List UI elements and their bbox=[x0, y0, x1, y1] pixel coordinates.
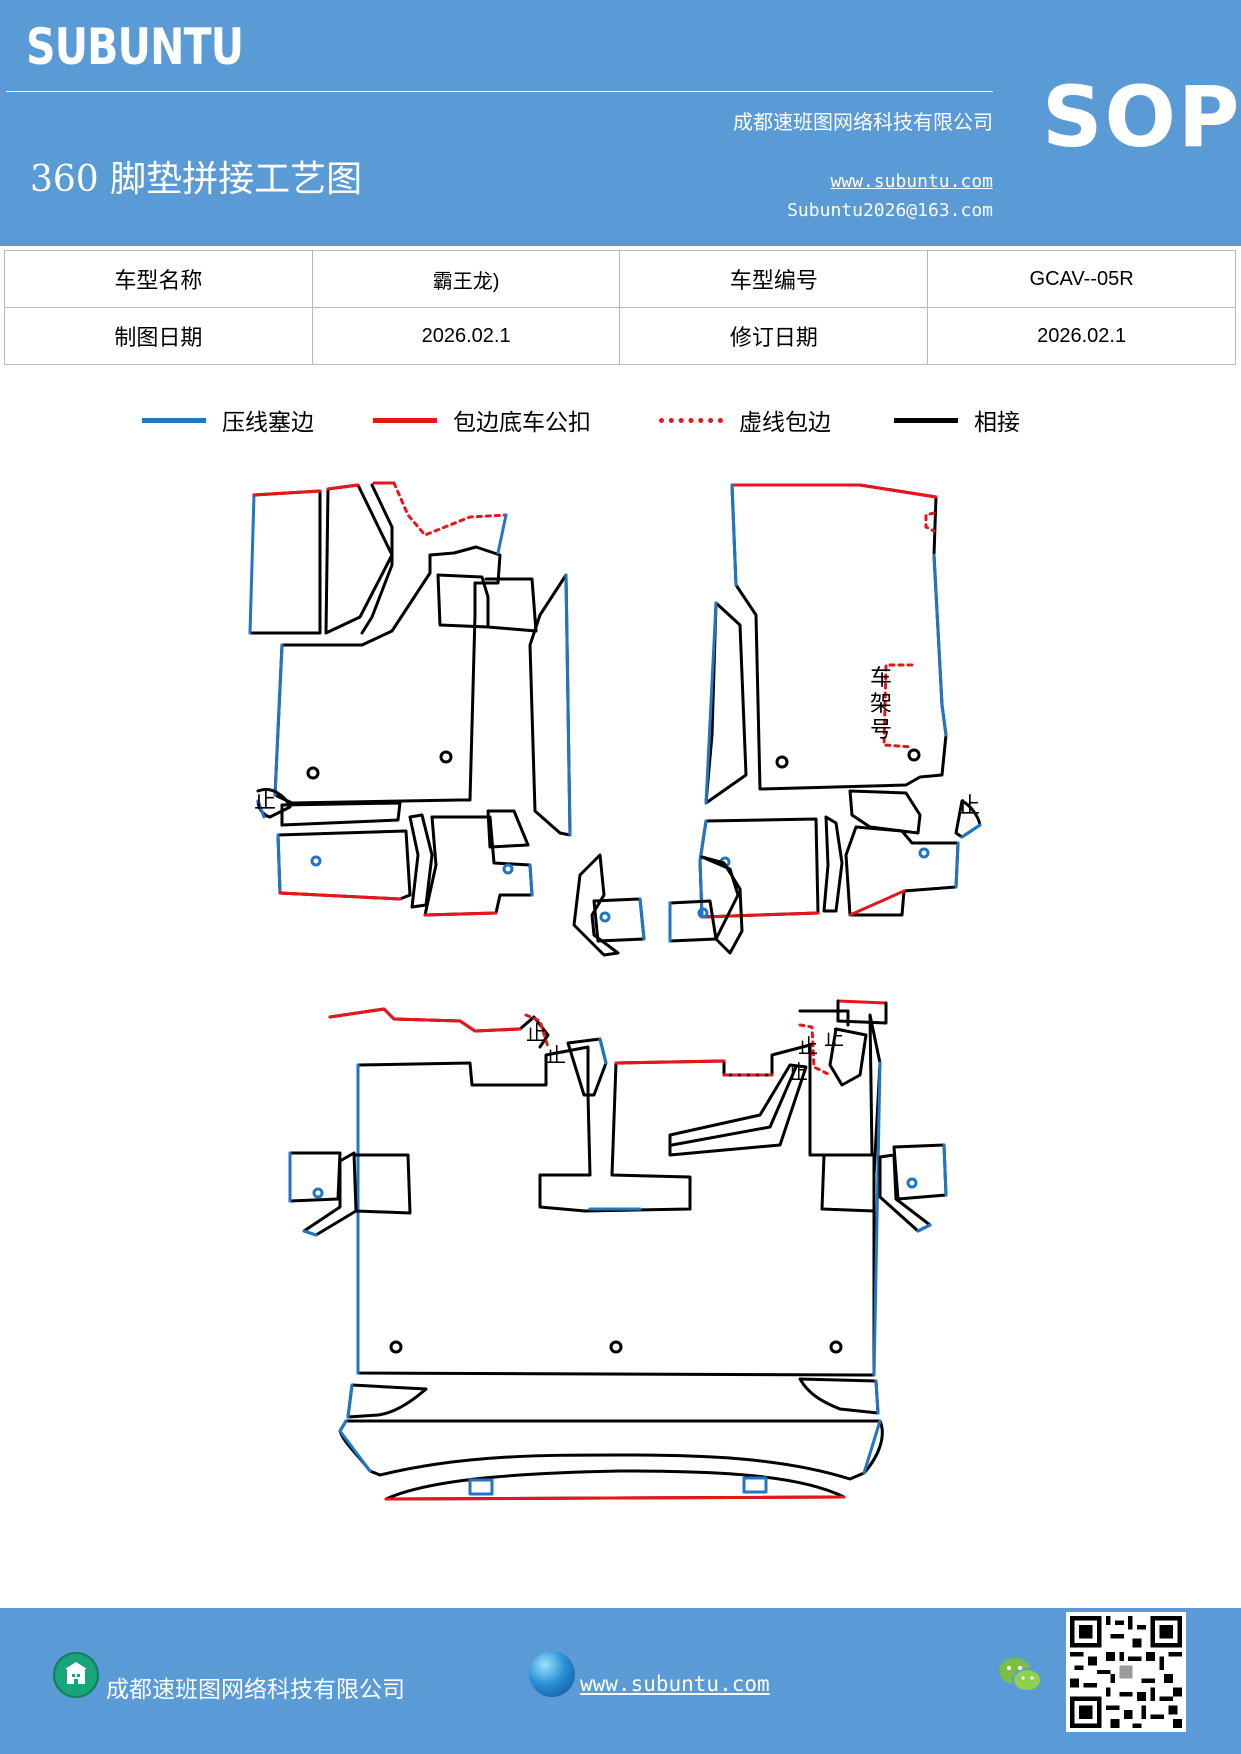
legend-label: 虚线包边 bbox=[739, 410, 831, 436]
rear-sill-plate bbox=[384, 1469, 846, 1501]
revision-date-label: 修订日期 bbox=[619, 307, 929, 365]
legend-item-dotted-edge: 虚线包边 bbox=[659, 400, 831, 440]
mount-hole bbox=[697, 907, 709, 919]
stop-mark: 止 bbox=[526, 1021, 546, 1045]
footer-website-link[interactable]: www.subuntu.com bbox=[580, 1672, 770, 1696]
document-title: 360 脚垫拼接工艺图 bbox=[30, 159, 363, 200]
wechat-icon[interactable] bbox=[996, 1654, 1044, 1696]
legend-swatch bbox=[894, 417, 958, 423]
model-code-value: GCAV--05R bbox=[927, 250, 1236, 308]
driver-side-panel bbox=[248, 489, 322, 635]
passenger-rear-pad bbox=[698, 817, 820, 919]
legend-item-edge: 包边底车公扣 bbox=[373, 400, 591, 440]
mount-hole bbox=[599, 911, 611, 923]
header-company: 成都速班图网络科技有限公司 bbox=[733, 110, 993, 134]
passenger-main-mat bbox=[730, 483, 948, 791]
mount-hole bbox=[439, 750, 453, 764]
rear-curved-rail bbox=[668, 1063, 808, 1157]
passenger-mat-group bbox=[698, 483, 982, 919]
mount-hole bbox=[918, 847, 930, 859]
legend-label: 压线塞边 bbox=[222, 410, 314, 436]
legend-label: 包边底车公扣 bbox=[453, 410, 591, 436]
model-name-value: 霸王龙) bbox=[311, 250, 621, 308]
rear-center-console bbox=[566, 1037, 608, 1097]
rear-right-pad bbox=[820, 1153, 876, 1213]
legend-swatch bbox=[142, 417, 206, 423]
mount-hole bbox=[609, 1340, 623, 1354]
vehicle-info-table: 车型名称 霸王龙) 车型编号 GCAV--05R 制图日期 2026.02.1 … bbox=[4, 250, 1236, 365]
globe-icon bbox=[529, 1651, 575, 1697]
table-row: 车型名称 霸王龙) 车型编号 GCAV--05R bbox=[4, 250, 1236, 308]
stop-mark: 止 bbox=[788, 1060, 808, 1084]
passenger-divider bbox=[822, 815, 844, 913]
mount-hole bbox=[775, 755, 789, 769]
rear-bracket-right bbox=[668, 899, 718, 943]
legend-swatch bbox=[373, 417, 437, 423]
footer-banner: 成都速班图网络科技有限公司 www.subuntu.com bbox=[0, 1608, 1241, 1754]
driver-small-pad bbox=[486, 809, 530, 849]
mount-hole bbox=[502, 863, 514, 875]
sop-badge: SOP bbox=[1042, 68, 1241, 166]
line-legend: 压线塞边 包边底车公扣 虚线包边 相接 bbox=[0, 400, 1241, 440]
frame-label-char: 架 bbox=[870, 692, 892, 717]
driver-main-mat bbox=[273, 545, 502, 805]
passenger-side-strip bbox=[704, 601, 748, 805]
header-divider bbox=[6, 91, 993, 92]
legend-label: 相接 bbox=[974, 410, 1020, 436]
rear-mat-group bbox=[288, 853, 948, 1501]
driver-pedal-pad bbox=[436, 573, 490, 629]
mount-hole bbox=[312, 1187, 324, 1199]
driver-slant-piece bbox=[360, 483, 394, 635]
passenger-pad-lower bbox=[844, 825, 960, 917]
driver-heel-strip bbox=[280, 801, 402, 827]
rear-bumper-upper bbox=[346, 1383, 428, 1419]
header-email: Subuntu2026@163.com bbox=[787, 200, 993, 221]
footer-company: 成都速班图网络科技有限公司 bbox=[106, 1677, 405, 1703]
rear-left-pad bbox=[354, 1153, 412, 1215]
driver-mat-group bbox=[248, 481, 572, 917]
qr-code bbox=[1066, 1612, 1186, 1732]
sill-slot bbox=[468, 1478, 494, 1496]
rear-right-hook bbox=[828, 1027, 868, 1087]
stop-mark: 止 bbox=[958, 794, 980, 819]
stop-mark: 止 bbox=[254, 789, 276, 814]
header-banner: SUBUNTU 成都速班图网络科技有限公司 360 脚垫拼接工艺图 www.su… bbox=[0, 0, 1241, 246]
sill-slot bbox=[742, 1476, 768, 1494]
brand-logo: SUBUNTU bbox=[26, 18, 244, 76]
mount-hole bbox=[906, 1177, 918, 1189]
driver-tunnel-pad bbox=[423, 815, 534, 917]
table-row: 制图日期 2026.02.1 修订日期 2026.02.1 bbox=[4, 307, 1236, 365]
draw-date-value: 2026.02.1 bbox=[311, 307, 621, 365]
driver-rear-pad bbox=[276, 829, 412, 901]
rear-right-bolster bbox=[892, 1143, 948, 1201]
legend-swatch bbox=[659, 417, 723, 423]
building-icon bbox=[53, 1652, 99, 1698]
legend-item-pressed: 压线塞边 bbox=[142, 400, 314, 440]
header-website-link[interactable]: www.subuntu.com bbox=[830, 171, 993, 192]
revision-date-value: 2026.02.1 bbox=[927, 307, 1236, 365]
frame-label-char: 号 bbox=[870, 718, 892, 743]
floor-mat-diagram: 止 车 架 号 止 bbox=[248, 481, 982, 1501]
stop-mark: 止 bbox=[546, 1043, 566, 1067]
mount-hole bbox=[310, 855, 322, 867]
mount-hole bbox=[907, 748, 921, 762]
rear-hook-right bbox=[700, 855, 744, 955]
mount-hole bbox=[306, 766, 320, 780]
model-code-label: 车型编号 bbox=[619, 250, 929, 308]
rear-hook-left bbox=[572, 853, 620, 957]
stop-mark: 止 bbox=[824, 1026, 844, 1050]
mount-hole bbox=[829, 1340, 843, 1354]
mount-hole bbox=[389, 1340, 403, 1354]
passenger-pad-upper bbox=[848, 789, 922, 835]
stop-mark: 止 bbox=[798, 1034, 818, 1058]
model-name-label: 车型名称 bbox=[4, 250, 313, 308]
frame-label-char: 车 bbox=[870, 666, 892, 691]
draw-date-label: 制图日期 bbox=[4, 307, 313, 365]
legend-item-joint: 相接 bbox=[894, 400, 1020, 440]
